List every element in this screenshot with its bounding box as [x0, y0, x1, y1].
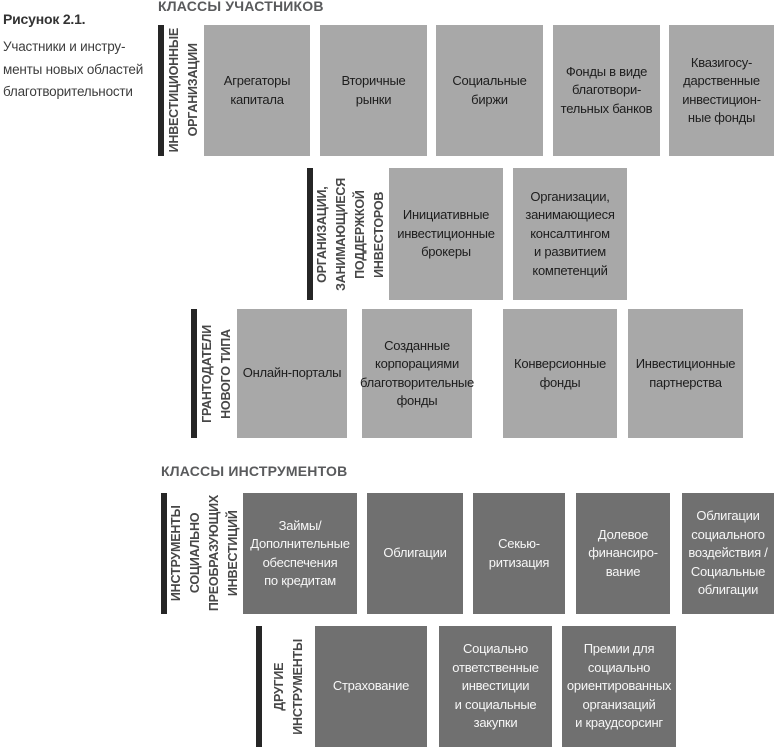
box-bonds: Облигации	[367, 493, 463, 614]
box-secondary-markets: Вторичные рынки	[320, 25, 427, 156]
box-prizes-crowdsourcing: Премии для социально ориентированных орг…	[562, 626, 676, 747]
box-sri-social-procurement: Социально ответственные инвестиции и соц…	[439, 626, 552, 747]
box-conversion-funds: Конверсионные фонды	[503, 309, 617, 438]
box-quasi-state-investment-funds: Квазигосу- дарственные инвестицион- ные …	[669, 25, 774, 156]
section-heading-instruments: КЛАССЫ ИНСТРУМЕНТОВ	[161, 463, 348, 479]
box-investment-partnerships: Инвестиционные партнерства	[628, 309, 743, 438]
row-label-investment-organizations: ИНВЕСТИЦИОННЫЕ ОРГАНИЗАЦИИ	[164, 25, 204, 156]
row-label-text: ДРУГИЕ ИНСТРУМЕНТЫ	[271, 638, 305, 735]
box-capital-aggregators: Агрегаторы капитала	[204, 25, 310, 156]
row-accent-bar	[161, 493, 167, 614]
box-securitization: Секью- ритизация	[473, 493, 565, 614]
row-label-text: ГРАНТОДАТЕЛИ НОВОГО ТИПА	[200, 324, 233, 423]
box-equity-financing: Долевое финансиро- вание	[576, 493, 670, 614]
row-accent-bar	[307, 168, 313, 300]
row-label-impact-instruments: ИНСТРУМЕНТЫ СОЦИАЛЬНО ПРЕОБРАЗУЮЩИХ ИНВЕ…	[167, 493, 243, 614]
row-label-text: ОРГАНИЗАЦИИ, ЗАНИМАЮЩИЕСЯ ПОДДЕРЖКОЙ ИНВ…	[315, 177, 386, 291]
row-label-other-instruments: ДРУГИЕ ИНСТРУМЕНТЫ	[262, 626, 315, 747]
box-corporate-charity-funds: Созданные корпорациями благотворительные…	[360, 309, 474, 438]
box-insurance: Страхование	[315, 626, 427, 747]
row-new-type-grantmakers: ГРАНТОДАТЕЛИ НОВОГО ТИПА Онлайн-порталы …	[0, 309, 774, 438]
row-accent-bar	[191, 309, 197, 438]
box-social-impact-bonds: Облигации социального воздействия / Соци…	[682, 493, 774, 614]
row-label-text: ИНСТРУМЕНТЫ СОЦИАЛЬНО ПРЕОБРАЗУЮЩИХ ИНВЕ…	[169, 495, 240, 612]
figure-caption-text: Участники и инстру- менты новых областей…	[3, 39, 144, 99]
box-proactive-investment-brokers: Инициативные инвестиционные брокеры	[389, 168, 503, 300]
row-other-instruments: ДРУГИЕ ИНСТРУМЕНТЫ Страхование Социально…	[0, 626, 774, 747]
box-consulting-competence-orgs: Организации, занимающиеся консалтингом и…	[513, 168, 627, 300]
box-online-portals: Онлайн-порталы	[237, 309, 347, 438]
section-heading-participants: КЛАССЫ УЧАСТНИКОВ	[158, 0, 324, 14]
row-investment-organizations: ИНВЕСТИЦИОННЫЕ ОРГАНИЗАЦИИ Агрегаторы ка…	[0, 25, 774, 156]
figure-caption: Рисунок 2.1. Участники и инстру- менты н…	[3, 11, 153, 104]
box-social-exchanges: Социальные биржи	[436, 25, 543, 156]
row-accent-bar	[256, 626, 262, 747]
row-label-investor-support: ОРГАНИЗАЦИИ, ЗАНИМАЮЩИЕСЯ ПОДДЕРЖКОЙ ИНВ…	[313, 168, 389, 300]
figure-number-label: Рисунок 2.1.	[3, 11, 86, 27]
row-label-text: ИНВЕСТИЦИОННЫЕ ОРГАНИЗАЦИИ	[167, 28, 200, 153]
row-investor-support-organizations: ОРГАНИЗАЦИИ, ЗАНИМАЮЩИЕСЯ ПОДДЕРЖКОЙ ИНВ…	[0, 168, 774, 300]
row-impact-investment-instruments: ИНСТРУМЕНТЫ СОЦИАЛЬНО ПРЕОБРАЗУЮЩИХ ИНВЕ…	[0, 493, 774, 614]
row-accent-bar	[158, 25, 164, 156]
box-loans-credit-guarantees: Займы/ Дополнительные обеспечения по кре…	[243, 493, 357, 614]
box-charity-bank-funds: Фонды в виде благотвори- тельных банков	[553, 25, 660, 156]
row-label-new-type-grantmakers: ГРАНТОДАТЕЛИ НОВОГО ТИПА	[197, 309, 237, 438]
